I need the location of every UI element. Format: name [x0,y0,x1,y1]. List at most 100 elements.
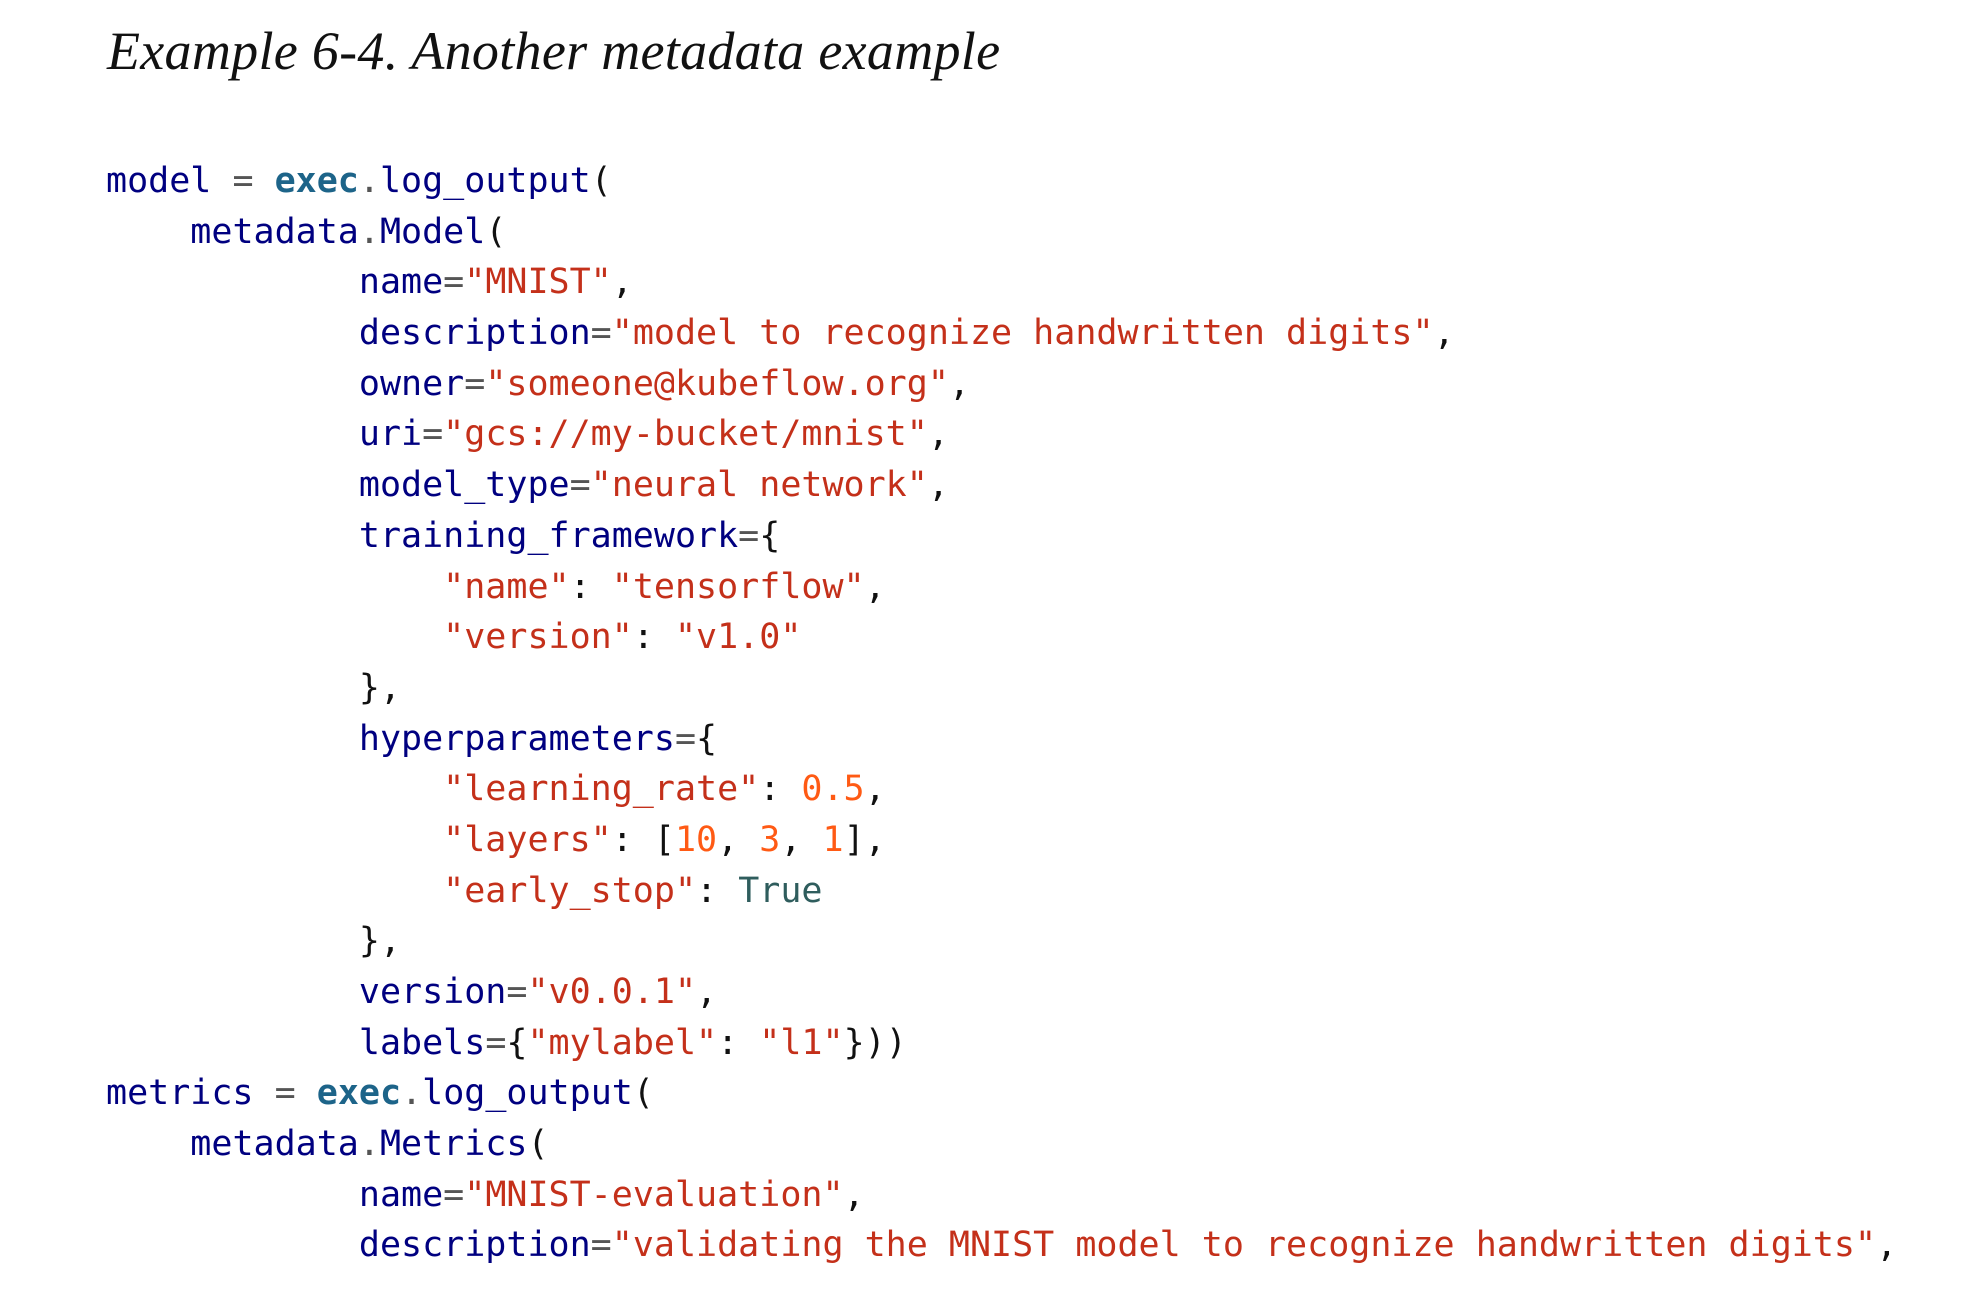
code-token-punctuation: , [1876,1225,1898,1266]
code-token-punctuation [254,161,275,201]
code-token-string-literal: "l1" [759,1022,844,1063]
code-line: labels={"mylabel": "l1"})) [106,1018,1897,1069]
code-token-constant: True [738,870,823,911]
code-token-punctuation: })) [843,1022,907,1063]
code-token-punctuation: : [569,566,612,607]
code-token-identifier: training_framework [358,515,739,556]
code-token-string-literal: "v1.0" [674,617,802,658]
code-token-operator: = [232,161,254,201]
code-token-punctuation: : [696,870,739,911]
code-token-identifier: name [358,1174,444,1215]
code-block: model = exec.log_output( metadata.Model(… [106,156,1897,1271]
code-token-string-literal: "model to recognize handwritten digits" [611,313,1434,354]
code-token-operator: = [443,1174,465,1215]
code-line: "early_stop": True [106,866,1897,917]
code-token-string-literal: "MNIST" [464,262,612,303]
code-line: "layers": [10, 3, 1], [106,815,1897,866]
code-line: version="v0.0.1", [106,967,1897,1018]
code-line: model_type="neural network", [106,460,1897,511]
code-token-string-literal: "MNIST-evaluation" [464,1174,844,1215]
code-token-operator: = [422,414,444,455]
code-token-string-literal: "tensorflow" [611,566,865,607]
code-line: metadata.Model( [106,207,1897,258]
code-token-identifier: metrics [106,1073,254,1114]
code-token-punctuation: { [759,515,781,556]
code-token-punctuation [211,161,232,201]
code-token-string-literal: "gcs://my-bucket/mnist" [443,414,928,455]
code-line: training_framework={ [106,511,1897,562]
code-token-punctuation: , [696,972,718,1012]
code-token-string-literal: "v0.0.1" [527,972,697,1012]
code-token-punctuation: ( [590,161,612,201]
code-token-punctuation: . [358,211,380,252]
code-token-punctuation: , [1433,313,1455,354]
code-token-operator: = [738,515,760,556]
code-token-punctuation [106,820,443,860]
code-token-identifier: log_output [379,161,591,201]
code-line: hyperparameters={ [106,714,1897,765]
code-line: name="MNIST-evaluation", [106,1170,1897,1221]
code-token-string-literal: "mylabel" [527,1022,718,1063]
code-token-punctuation [106,567,443,607]
code-line: "name": "tensorflow", [106,562,1897,613]
code-token-operator: = [590,313,612,354]
code-token-string-literal: "validating the MNIST model to recognize… [611,1225,1877,1266]
code-token-punctuation: }, [106,667,402,708]
code-token-punctuation: , [780,819,823,860]
code-token-identifier: description [358,1225,591,1266]
code-token-punctuation: ( [485,211,507,252]
code-token-punctuation: ( [632,1073,654,1114]
code-token-keyword: exec [316,1073,402,1114]
code-token-punctuation: ], [843,819,886,860]
code-token-punctuation [106,769,443,809]
code-token-punctuation: , [948,363,970,404]
code-token-string-literal: "layers" [443,819,612,860]
code-token-operator: = [674,718,697,759]
code-token-punctuation: ( [527,1124,549,1165]
code-token-punctuation [254,1073,275,1113]
code-line: model = exec.log_output( [106,156,1897,207]
code-token-identifier: version [358,972,507,1012]
code-token-punctuation: { [696,718,718,759]
code-line: metadata.Metrics( [106,1119,1897,1170]
code-token-punctuation [106,871,443,911]
code-token-punctuation: }, [106,921,402,962]
code-token-punctuation [106,414,359,454]
code-token-punctuation: , [843,1174,865,1215]
code-token-punctuation [106,465,359,505]
code-token-punctuation [106,1023,359,1063]
code-line: }, [106,916,1897,967]
code-token-punctuation: { [506,1022,528,1063]
code-token-identifier: log_output [422,1073,633,1114]
code-line: description="validating the MNIST model … [106,1220,1897,1271]
code-token-string-literal: "neural network" [590,465,928,506]
code-token-punctuation [106,516,359,556]
code-line: metrics = exec.log_output( [106,1068,1897,1119]
code-token-punctuation [296,1073,317,1113]
code-token-punctuation: : [632,617,675,658]
code-token-punctuation [106,1124,190,1164]
code-token-identifier: metadata [190,1124,359,1165]
code-line: uri="gcs://my-bucket/mnist", [106,409,1897,460]
code-token-identifier: description [358,313,591,354]
code-token-punctuation [106,313,359,353]
code-token-operator: = [274,1073,296,1114]
code-token-punctuation [106,617,443,657]
code-line: }, [106,663,1897,714]
code-token-punctuation: , [864,769,886,810]
code-token-punctuation [106,719,359,759]
code-line: description="model to recognize handwrit… [106,308,1897,359]
code-token-operator: = [485,1022,507,1063]
code-token-identifier: name [358,262,444,303]
code-token-identifier: model [106,161,212,201]
code-token-identifier: uri [358,414,423,455]
code-token-number-literal: 3 [759,819,781,860]
code-token-punctuation [106,262,359,302]
code-token-identifier: hyperparameters [358,718,675,759]
code-token-punctuation [106,1175,359,1215]
code-line: "version": "v1.0" [106,612,1897,663]
code-token-identifier: model_type [358,465,570,506]
code-token-number-literal: 1 [822,819,844,860]
code-token-punctuation: . [401,1073,423,1114]
code-token-punctuation [106,1225,359,1265]
